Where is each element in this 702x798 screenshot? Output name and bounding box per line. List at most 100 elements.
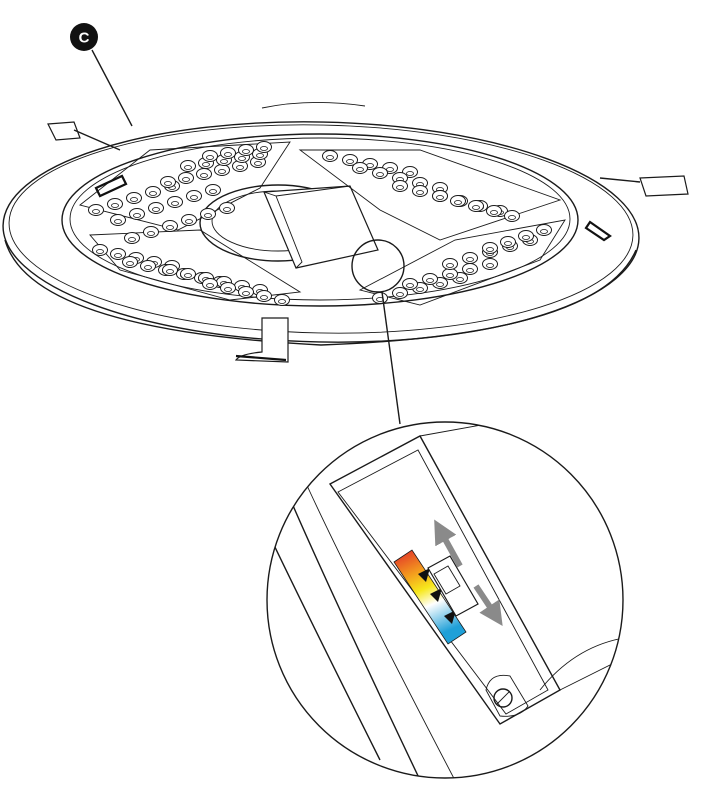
led-lens: [426, 278, 434, 283]
led-chip: [220, 147, 236, 159]
led-chip: [274, 294, 290, 306]
clip-arm-left: [73, 129, 121, 151]
led-lens: [416, 190, 424, 195]
led-chip: [88, 204, 104, 216]
led-lens: [204, 213, 212, 218]
step-badge-icon: [70, 23, 98, 51]
led-lens: [111, 203, 119, 208]
led-lens: [224, 287, 232, 292]
led-chip: [482, 242, 498, 254]
led-chip: [124, 232, 140, 244]
led-lens: [396, 292, 404, 297]
led-chip: [162, 264, 178, 276]
step-label: C: [79, 30, 90, 47]
clip-arm-right: [599, 177, 641, 183]
outer-rim-outer: [2, 121, 640, 343]
led-lens: [182, 177, 190, 182]
led-lens: [346, 159, 354, 164]
led-chip: [148, 202, 164, 214]
led-chip: [504, 210, 520, 222]
dome-top-edge: [261, 101, 366, 109]
led-lens: [206, 155, 214, 160]
led-lens: [202, 162, 210, 167]
spring-clip-right: [584, 220, 612, 242]
led-lens: [236, 165, 244, 170]
led-lens: [278, 299, 286, 304]
led-chip: [518, 230, 534, 242]
led-board-top-right: [298, 149, 562, 241]
led-lens: [260, 295, 268, 300]
led-chip: [482, 258, 498, 270]
housing-bottom-edge: [559, 649, 623, 691]
led-chip: [322, 150, 338, 162]
led-chip: [167, 196, 183, 208]
led-lens: [406, 283, 414, 288]
mounting-clip-left: [47, 121, 81, 141]
spring-clip-front: [234, 317, 289, 363]
led-lens: [218, 169, 226, 174]
led-lens: [466, 268, 474, 273]
led-board-top-left: [79, 141, 291, 231]
led-chip: [500, 236, 516, 248]
led-board-bottom-right: [358, 219, 566, 306]
zoom-leader-line: [381, 291, 401, 425]
led-chip: [219, 202, 235, 214]
led-lens: [133, 213, 141, 218]
led-lens: [472, 205, 480, 210]
led-chip: [412, 185, 428, 197]
led-lens: [206, 283, 214, 288]
led-chip: [200, 208, 216, 220]
led-lens: [184, 273, 192, 278]
led-chip: [145, 186, 161, 198]
housing-curve-1: [267, 519, 381, 761]
led-chip: [462, 252, 478, 264]
led-chip: [181, 214, 197, 226]
led-lens: [128, 237, 136, 242]
zoom-circle: [266, 421, 624, 779]
led-chip: [402, 278, 418, 290]
led-chip: [122, 256, 138, 268]
color-temperature-indicator-icon: [393, 549, 467, 645]
housing-rim-curve: [539, 635, 623, 691]
led-lens: [508, 215, 516, 220]
detail-callout-circle: [351, 239, 405, 293]
led-chip: [352, 162, 368, 174]
led-chip: [468, 200, 484, 212]
led-chip: [372, 167, 388, 179]
led-chip: [180, 160, 196, 172]
spectrum-marker-1: [418, 568, 430, 582]
led-chip: [143, 226, 159, 238]
led-chip: [186, 190, 202, 202]
led-chip: [432, 190, 448, 202]
led-lens: [164, 181, 172, 186]
switch-knob[interactable]: [433, 565, 461, 595]
led-lens: [242, 291, 250, 296]
led-lens: [130, 197, 138, 202]
led-lens: [454, 200, 462, 205]
led-chip: [238, 286, 254, 298]
slide-switch-icon[interactable]: [427, 555, 479, 617]
led-lens: [114, 253, 122, 258]
led-lens: [238, 156, 246, 161]
led-chip: [129, 208, 145, 220]
mounting-clip-right: [639, 175, 689, 197]
led-chip: [110, 214, 126, 226]
led-lens: [184, 165, 192, 170]
led-lens: [190, 195, 198, 200]
led-lens: [185, 219, 193, 224]
led-chip: [162, 220, 178, 232]
led-chip: [110, 248, 126, 260]
driver-box: [263, 185, 379, 269]
led-lens: [540, 229, 548, 234]
led-chip: [392, 287, 408, 299]
led-lens: [356, 167, 364, 172]
led-lens: [254, 161, 262, 166]
outer-rim-inner: [8, 124, 634, 334]
housing-curve-2: [281, 479, 421, 778]
driver-box-edge: [275, 185, 351, 197]
led-lens: [166, 269, 174, 274]
screw-slot: [496, 691, 510, 705]
led-lens: [92, 209, 100, 214]
step-badge: C: [70, 23, 98, 51]
badge-leader-line: [91, 49, 133, 127]
